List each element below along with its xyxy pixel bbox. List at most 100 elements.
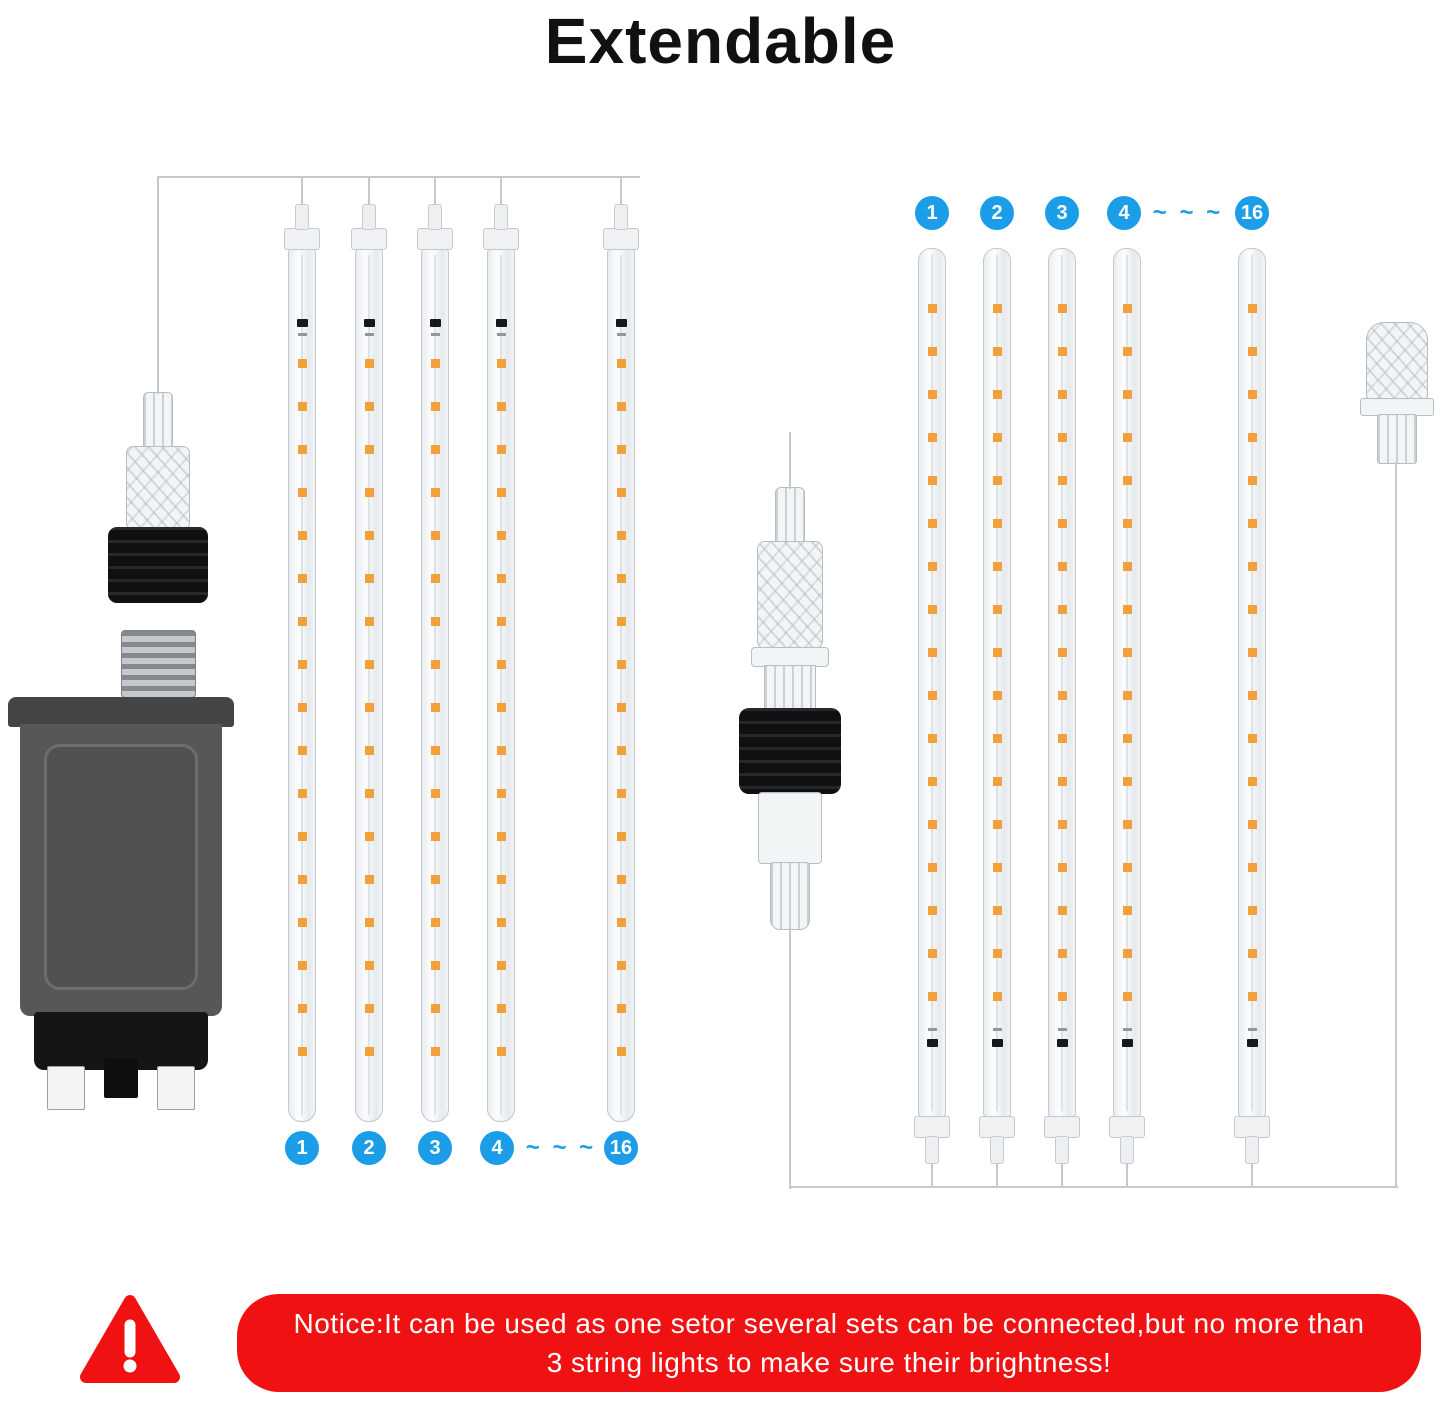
- led-tube: [1048, 248, 1076, 1118]
- status-mark: [926, 1039, 938, 1047]
- led-tube: [918, 248, 946, 1118]
- status-mark-small: [1247, 1028, 1257, 1031]
- tube-number-badge: 1: [285, 1131, 319, 1165]
- cable-wire: [789, 1186, 1398, 1188]
- notice-line-2: 3 string lights to make sure their brigh…: [546, 1347, 1112, 1378]
- tube-connector-stem: [362, 204, 376, 230]
- cable-wire: [1395, 462, 1397, 1188]
- cable-wire: [434, 176, 436, 206]
- cable-wire: [996, 1162, 998, 1188]
- connector-coupler-ring: [739, 708, 841, 794]
- tube-end-cap: [284, 228, 320, 250]
- tube-end-cap: [351, 228, 387, 250]
- tube-number-badge: 3: [418, 1131, 452, 1165]
- led-tube: [1113, 248, 1141, 1118]
- led-tube: [487, 248, 515, 1122]
- tube-connector-stem: [428, 204, 442, 230]
- cable-wire: [368, 176, 370, 206]
- extend-ellipsis: ~ ~ ~: [525, 1134, 597, 1161]
- led-strip: [496, 359, 506, 1066]
- adapter-screw-thread: [121, 630, 196, 698]
- led-tube: [288, 248, 316, 1122]
- end-connector-cap: [1366, 322, 1428, 400]
- status-mark-small: [616, 333, 626, 336]
- led-tube: [355, 248, 383, 1122]
- cable-wire: [1126, 1162, 1128, 1188]
- connector-flange: [751, 647, 829, 667]
- led-strip: [992, 304, 1002, 1007]
- status-mark: [615, 319, 627, 327]
- status-mark-small: [496, 333, 506, 336]
- tube-number-badge: 16: [604, 1131, 638, 1165]
- led-strip: [430, 359, 440, 1066]
- tube-end-cap: [483, 228, 519, 250]
- status-mark: [363, 319, 375, 327]
- adapter-label-panel: [44, 744, 198, 990]
- status-mark: [991, 1039, 1003, 1047]
- tube-number-badge: 2: [352, 1131, 386, 1165]
- led-strip: [616, 359, 626, 1066]
- led-tube: [421, 248, 449, 1122]
- led-strip: [927, 304, 937, 1007]
- led-tube: [607, 248, 635, 1122]
- connector-neck: [764, 665, 816, 710]
- tube-number-badge: 1: [915, 196, 949, 230]
- extend-ellipsis: ~ ~ ~: [1152, 199, 1224, 226]
- tube-connector-stem: [295, 204, 309, 230]
- cable-wire: [789, 928, 791, 1189]
- tube-end-cap: [1234, 1116, 1270, 1138]
- screw-coupler-ring: [108, 527, 208, 603]
- led-strip: [1122, 304, 1132, 1007]
- notice-line-1: Notice:It can be used as one setor sever…: [293, 1308, 1365, 1339]
- tube-end-cap: [603, 228, 639, 250]
- cable-wire: [1251, 1162, 1253, 1188]
- status-mark-small: [1057, 1028, 1067, 1031]
- connector-female-body: [758, 792, 822, 864]
- plug-pin-left: [47, 1066, 85, 1110]
- cable-wire: [1061, 1162, 1063, 1188]
- connector-female-tip: [770, 862, 810, 930]
- tube-end-cap: [914, 1116, 950, 1138]
- led-strip: [1057, 304, 1067, 1007]
- tube-end-cap: [1109, 1116, 1145, 1138]
- cable-wire: [789, 432, 791, 489]
- led-tube: [1238, 248, 1266, 1118]
- tube-number-badge: 4: [1107, 196, 1141, 230]
- plug-earth-pin: [104, 1058, 138, 1098]
- tube-connector-stem: [990, 1136, 1004, 1164]
- cable-wire: [931, 1162, 933, 1188]
- led-strip: [364, 359, 374, 1066]
- plug-cable-connector: [126, 446, 190, 530]
- cable-wire: [301, 176, 303, 206]
- status-mark-small: [297, 333, 307, 336]
- status-mark: [296, 319, 308, 327]
- tube-connector-stem: [1120, 1136, 1134, 1164]
- status-mark-small: [430, 333, 440, 336]
- tube-end-cap: [1044, 1116, 1080, 1138]
- tube-end-cap: [417, 228, 453, 250]
- adapter-top-flange: [8, 697, 234, 727]
- led-tube: [983, 248, 1011, 1118]
- plug-pin-right: [157, 1066, 195, 1110]
- led-strip: [297, 359, 307, 1066]
- tube-number-badge: 3: [1045, 196, 1079, 230]
- status-mark-small: [927, 1028, 937, 1031]
- status-mark: [429, 319, 441, 327]
- notice-banner: Notice:It can be used as one setor sever…: [237, 1294, 1421, 1392]
- tube-connector-stem: [1245, 1136, 1259, 1164]
- page-title: Extendable: [544, 5, 897, 77]
- cable-wire: [620, 176, 622, 206]
- connector-male-tip: [775, 487, 805, 545]
- status-mark-small: [1122, 1028, 1132, 1031]
- cable-wire: [158, 176, 640, 178]
- tube-number-badge: 4: [480, 1131, 514, 1165]
- cable-wire: [500, 176, 502, 206]
- plug-cable-connector-tip: [143, 392, 173, 450]
- tube-number-badge: 16: [1235, 196, 1269, 230]
- tube-connector-stem: [494, 204, 508, 230]
- cable-wire: [157, 176, 159, 394]
- end-connector-stem: [1377, 414, 1417, 464]
- tube-connector-stem: [1055, 1136, 1069, 1164]
- tube-number-badge: 2: [980, 196, 1014, 230]
